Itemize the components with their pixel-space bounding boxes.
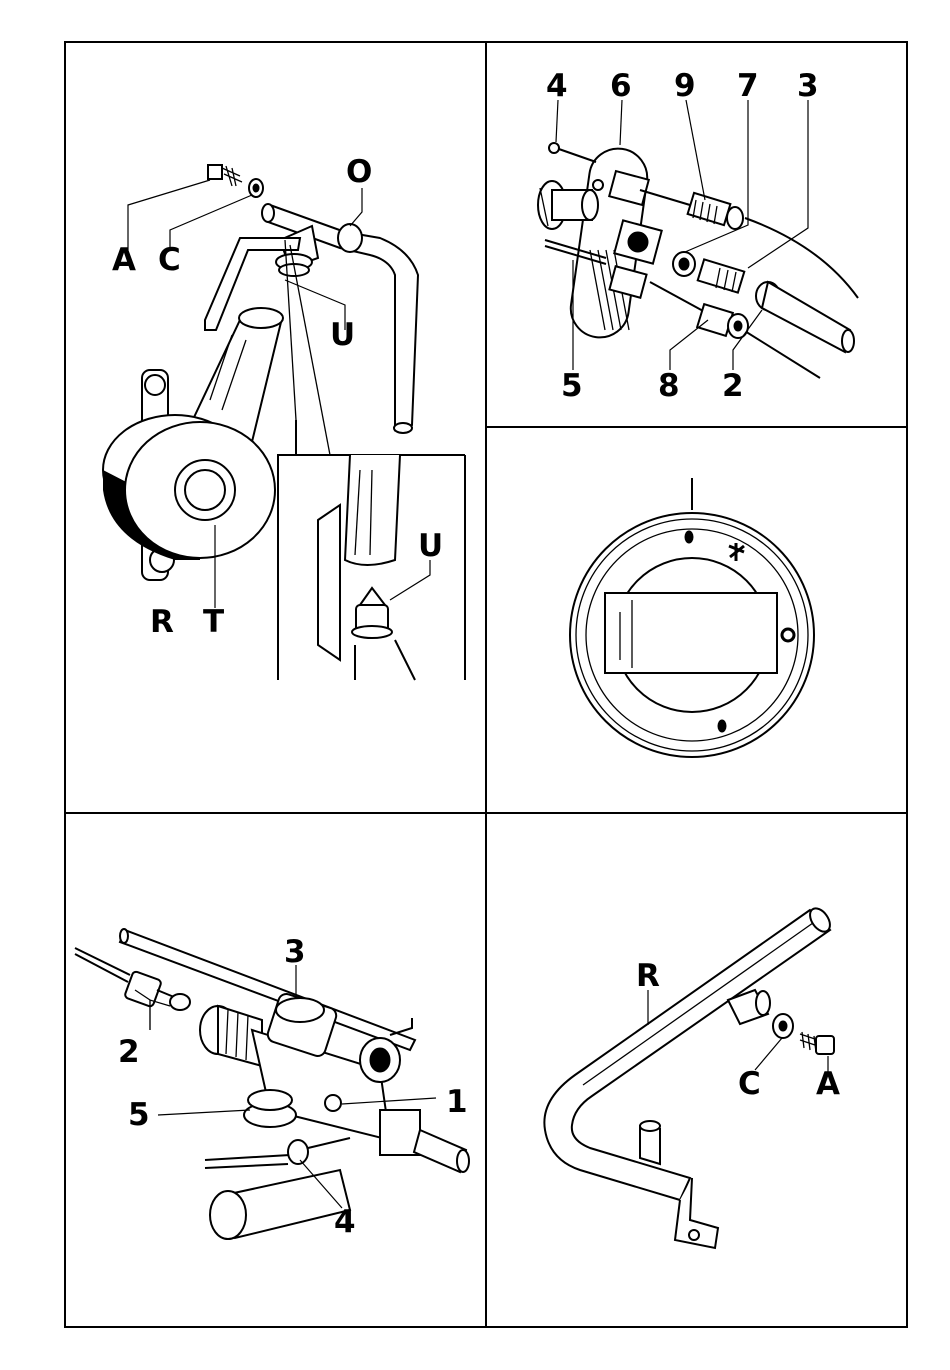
label-o: O [346, 154, 372, 190]
label-r: R [150, 604, 174, 640]
fitting-7-illustration [673, 252, 695, 276]
label-valve-4: 4 [334, 1204, 356, 1240]
fitting-8-illustration [697, 304, 748, 338]
label-5: 5 [561, 368, 583, 404]
screw-a-tube-illustration [800, 1032, 834, 1054]
manifold-illustration [210, 1170, 350, 1239]
label-6: 6 [610, 68, 632, 104]
label-2: 2 [722, 368, 744, 404]
thermocouple-panel: 4 6 9 7 3 5 8 2 [538, 68, 858, 404]
burner-panel: A C O U U R T [103, 154, 465, 680]
label-u-detail: U [418, 528, 443, 564]
label-valve-2: 2 [118, 1034, 140, 1070]
washer-c-tube-illustration [773, 1014, 793, 1038]
label-c: C [158, 242, 181, 278]
spark-mark-icon [729, 543, 744, 561]
valve-panel: 3 2 1 5 4 [75, 929, 469, 1240]
label-7: 7 [737, 68, 759, 104]
panel-grid [65, 42, 907, 1327]
label-u: U [330, 317, 355, 353]
label-tube-a: A [816, 1066, 840, 1102]
label-3: 3 [797, 68, 819, 104]
detail-inset [278, 240, 465, 680]
tube-panel: R C A [544, 905, 840, 1248]
off-mark-icon [782, 629, 794, 641]
knob-panel [570, 478, 814, 757]
label-9: 9 [674, 68, 696, 104]
fitting-3-illustration [698, 259, 854, 352]
washer-c-illustration [249, 179, 263, 197]
label-4: 4 [546, 68, 568, 104]
bent-tube-illustration [544, 905, 834, 1248]
label-tube-c: C [738, 1066, 761, 1102]
screw-a-illustration [208, 165, 242, 186]
label-t: T [203, 604, 224, 640]
gas-valve-illustration [200, 992, 469, 1172]
label-8: 8 [658, 368, 680, 404]
label-valve-3: 3 [284, 934, 306, 970]
label-valve-1: 1 [446, 1084, 468, 1120]
flame-mark-icon [718, 720, 726, 732]
pilot-mark-icon [685, 531, 693, 543]
fitting-2-illustration [124, 971, 190, 1010]
label-a: A [112, 242, 136, 278]
control-knob-illustration [570, 478, 814, 757]
label-tube-r: R [636, 958, 660, 994]
fitting-9-illustration [688, 193, 743, 229]
label-valve-5: 5 [128, 1097, 150, 1133]
